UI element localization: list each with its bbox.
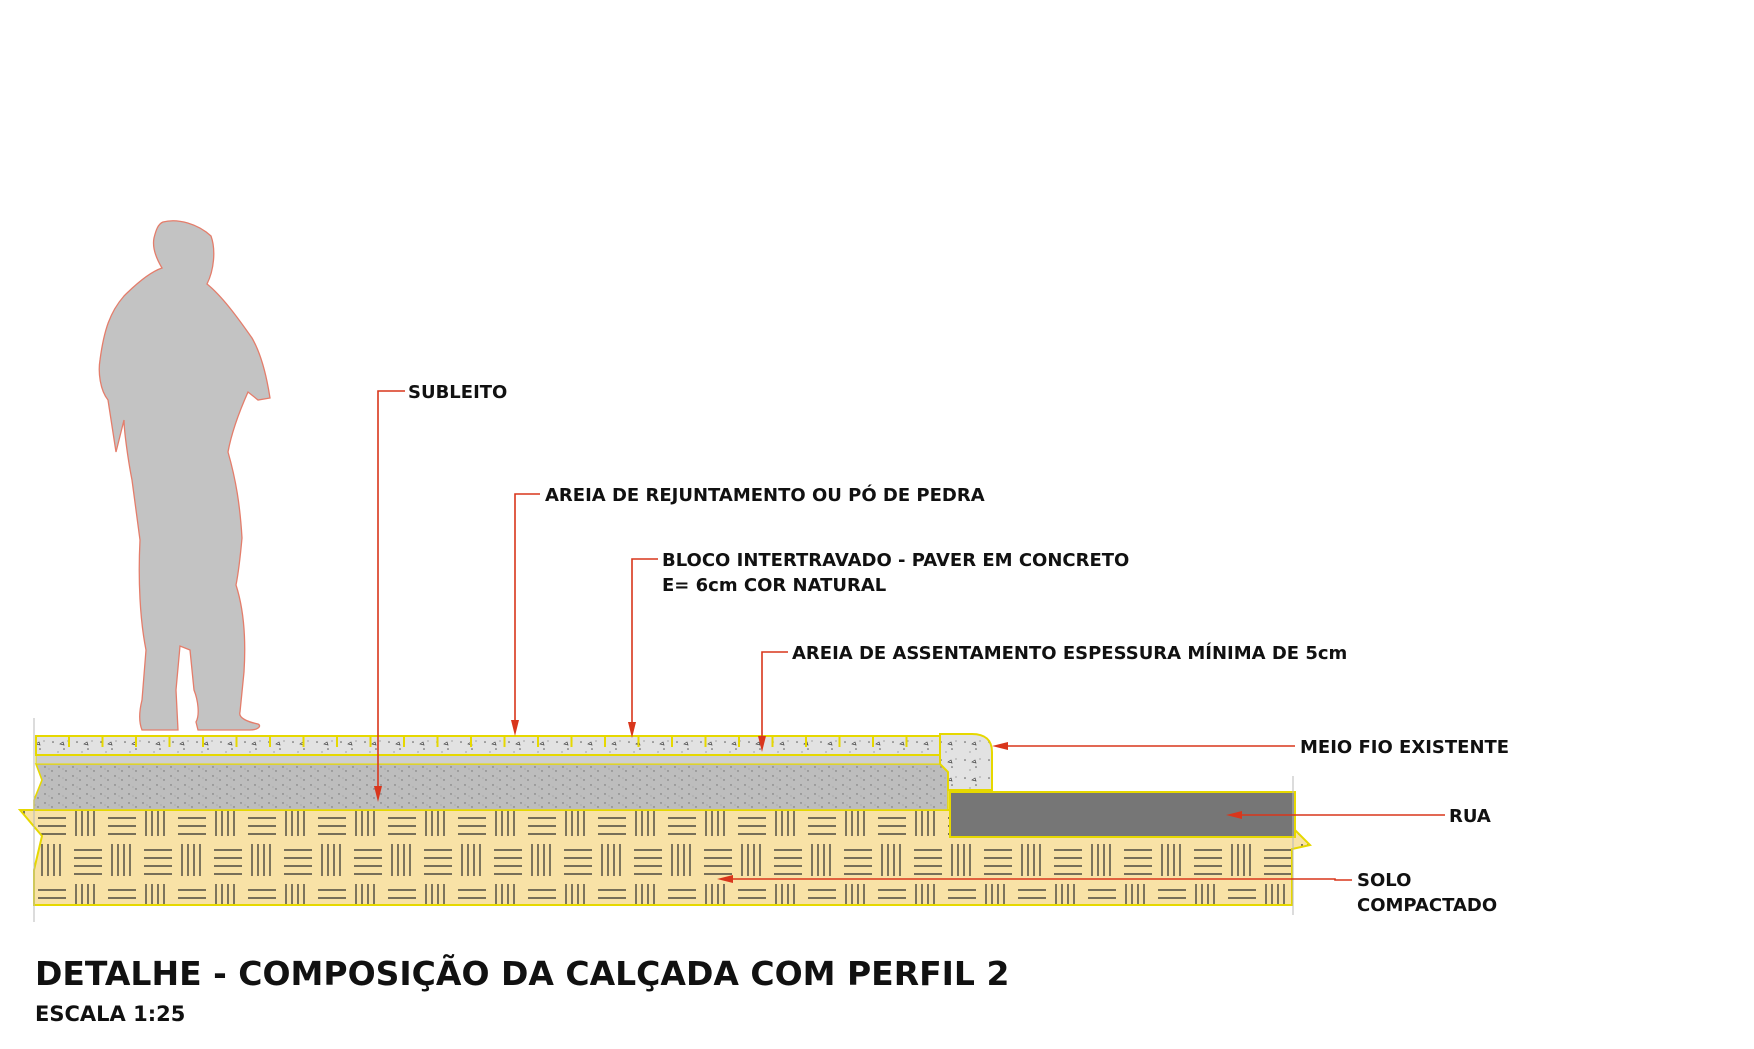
label-areia-rejuntamento: AREIA DE REJUNTAMENTO OU PÓ DE PEDRA	[545, 484, 985, 506]
drawing-title: DETALHE - COMPOSIÇÃO DA CALÇADA COM PERF…	[35, 953, 1009, 993]
human-figure-silhouette	[98, 220, 271, 731]
existing-curb	[939, 733, 993, 791]
label-rua: RUA	[1449, 806, 1491, 827]
paver-course	[35, 735, 941, 756]
drawing-scale: ESCALA 1:25	[35, 1002, 185, 1026]
subbase-layer	[33, 763, 949, 811]
leader-bloco-intertravado	[628, 558, 658, 738]
leader-rua	[1226, 811, 1445, 819]
label-solo-line2: COMPACTADO	[1357, 895, 1497, 916]
leader-meio-fio	[992, 742, 1295, 750]
leader-areia-rejuntamento	[511, 493, 540, 736]
paver-joints	[68, 736, 908, 747]
label-bloco-line1: BLOCO INTERTRAVADO - PAVER EM CONCRETO	[662, 550, 1129, 571]
leader-subleito	[374, 390, 405, 802]
label-solo-line1: SOLO	[1357, 870, 1411, 891]
label-subleito: SUBLEITO	[408, 382, 507, 403]
label-areia-assentamento: AREIA DE ASSENTAMENTO ESPESSURA MÍNIMA D…	[792, 642, 1347, 664]
leader-solo	[717, 875, 1352, 883]
leader-areia-assentamento	[758, 651, 788, 752]
bedding-sand-strip	[35, 754, 941, 765]
label-bloco-line2: E= 6cm COR NATURAL	[662, 575, 886, 596]
label-meio-fio: MEIO FIO EXISTENTE	[1300, 737, 1509, 758]
